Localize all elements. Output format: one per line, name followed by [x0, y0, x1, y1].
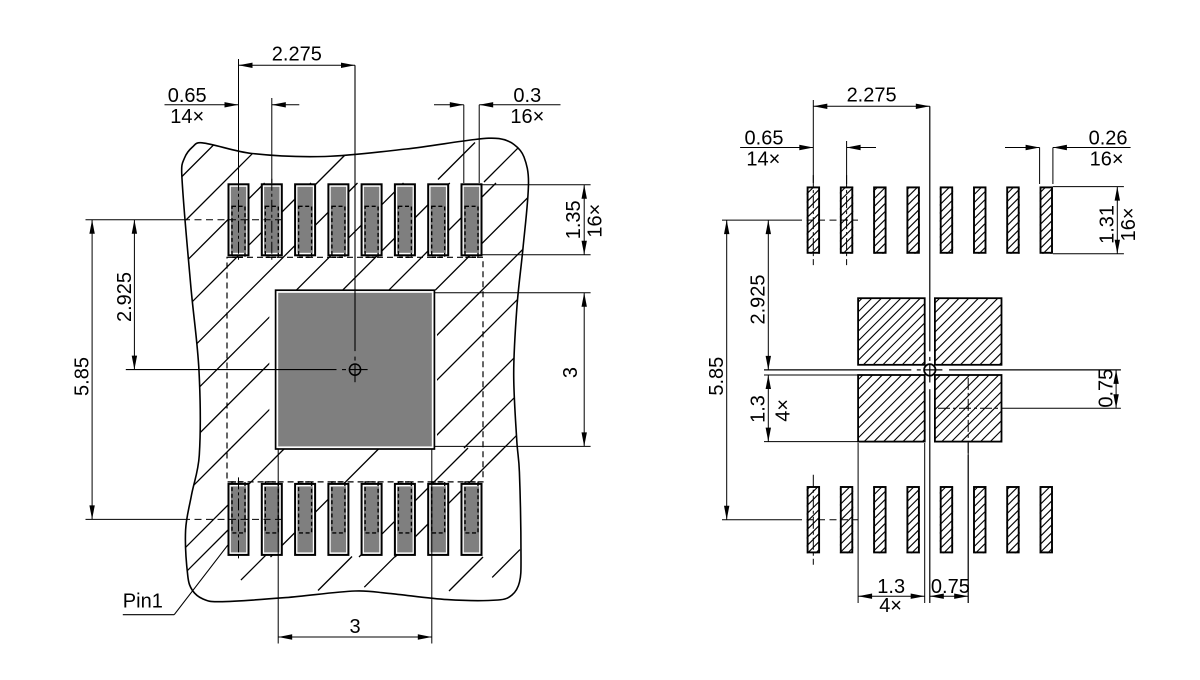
svg-text:1.3: 1.3	[748, 395, 770, 423]
svg-text:5.85: 5.85	[72, 357, 94, 396]
svg-text:16×: 16×	[585, 204, 607, 238]
svg-text:3: 3	[349, 616, 360, 638]
svg-text:16×: 16×	[1090, 149, 1124, 171]
svg-text:14×: 14×	[746, 149, 780, 171]
svg-text:0.75: 0.75	[1096, 369, 1118, 408]
svg-text:0.26: 0.26	[1089, 128, 1128, 150]
svg-text:4×: 4×	[772, 399, 794, 422]
svg-text:3: 3	[560, 367, 582, 378]
svg-text:16×: 16×	[510, 106, 544, 128]
svg-text:0.75: 0.75	[931, 576, 970, 598]
svg-text:2.925: 2.925	[748, 274, 770, 324]
svg-text:0.65: 0.65	[745, 128, 784, 150]
svg-text:2.925: 2.925	[114, 272, 136, 322]
svg-text:14×: 14×	[170, 106, 204, 128]
svg-text:5.85: 5.85	[706, 357, 728, 396]
svg-text:16×: 16×	[1118, 207, 1140, 241]
svg-text:Pin1: Pin1	[123, 591, 163, 613]
svg-text:0.3: 0.3	[513, 85, 541, 107]
svg-text:0.65: 0.65	[168, 85, 207, 107]
svg-text:2.275: 2.275	[272, 43, 322, 65]
svg-text:4×: 4×	[879, 595, 902, 617]
svg-text:1.35: 1.35	[563, 200, 585, 239]
svg-text:1.31: 1.31	[1096, 205, 1118, 244]
svg-text:2.275: 2.275	[847, 84, 897, 106]
